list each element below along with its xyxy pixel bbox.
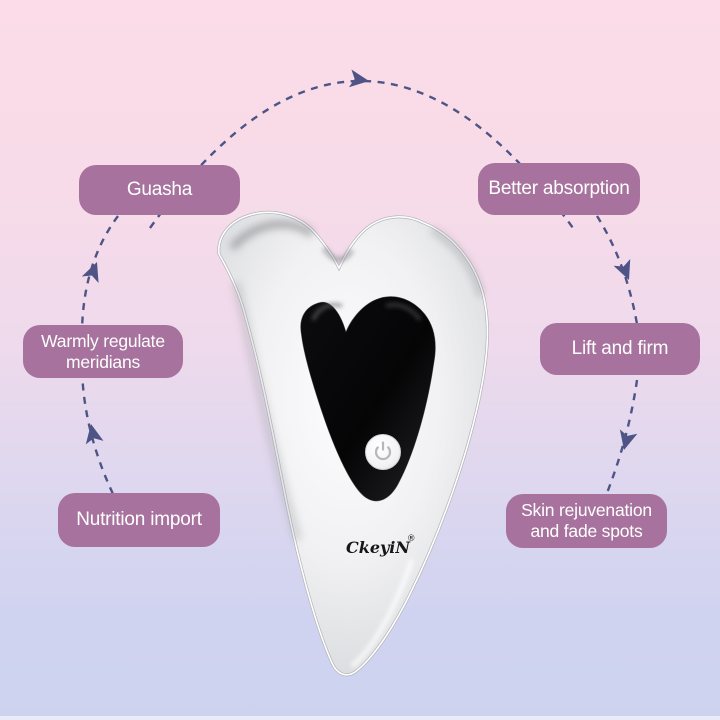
feature-pill-better-absorption: Better absorption: [478, 163, 640, 215]
feature-label: Guasha: [126, 178, 193, 200]
dashed-arc-right-upper: [595, 215, 639, 325]
feature-pill-nutrition-import: Nutrition import: [58, 493, 220, 547]
feature-label: Better absorption: [488, 177, 630, 199]
flow-arrow-right-lower: [619, 429, 638, 450]
brand-logo: CkeyiN ®: [346, 534, 416, 557]
power-icon: [374, 441, 392, 461]
flow-arrow-top: [348, 69, 369, 88]
feature-label: Skin rejuvenation and fade spots: [521, 500, 652, 541]
feature-pill-skin-rejuvenation: Skin rejuvenation and fade spots: [506, 494, 667, 548]
registered-mark: ®: [407, 534, 416, 544]
feature-pill-warmly-regulate: Warmly regulate meridians: [23, 325, 183, 378]
feature-label: Nutrition import: [76, 508, 202, 530]
feature-pill-guasha: Guasha: [79, 165, 240, 215]
device-black-panel: [299, 295, 437, 502]
flow-arrow-left-upper: [81, 262, 99, 283]
feature-label: Lift and firm: [571, 337, 669, 359]
feature-label: Warmly regulate meridians: [41, 330, 165, 372]
bottom-edge-strip: [0, 716, 720, 720]
flow-arrow-right-upper: [613, 259, 631, 280]
dashed-arc-left-lower: [80, 369, 115, 495]
brand-text: CkeyiN: [346, 538, 411, 557]
power-button: [365, 434, 401, 470]
feature-pill-lift-and-firm: Lift and firm: [540, 323, 700, 375]
flow-arrow-left-lower: [85, 424, 104, 445]
